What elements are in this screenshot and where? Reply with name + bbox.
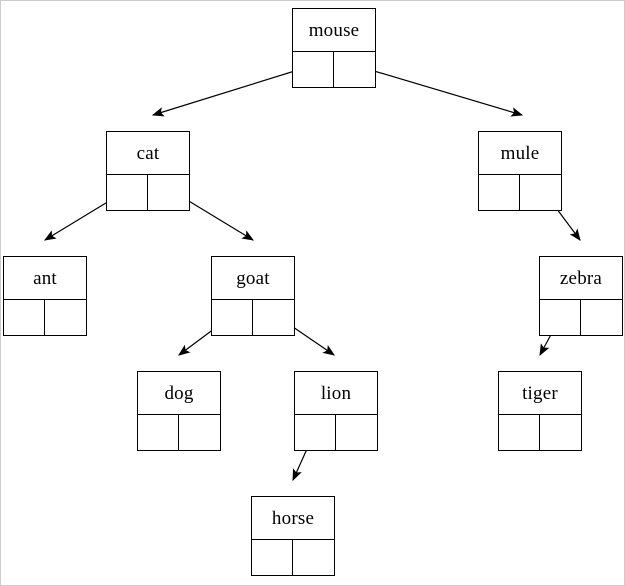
- tree-node-dog[interactable]: dog: [137, 371, 221, 451]
- tree-node-left-pointer-cell[interactable]: [138, 415, 179, 450]
- tree-node-left-pointer-cell[interactable]: [479, 175, 520, 210]
- tree-node-label: zebra: [540, 257, 622, 300]
- tree-node-right-pointer-cell[interactable]: [148, 175, 189, 210]
- tree-node-right-pointer-cell[interactable]: [520, 175, 561, 210]
- tree-node-label: ant: [4, 257, 86, 300]
- tree-node-right-pointer-cell[interactable]: [45, 300, 86, 335]
- tree-edge-mouse-to-mule: [353, 64, 524, 117]
- tree-node-right-pointer-cell[interactable]: [581, 300, 622, 335]
- tree-node-label: mouse: [293, 9, 375, 52]
- tree-node-pointer-cells: [138, 415, 220, 450]
- tree-node-left-pointer-cell[interactable]: [540, 300, 581, 335]
- tree-node-zebra[interactable]: zebra: [539, 256, 623, 336]
- tree-node-label: cat: [107, 132, 189, 175]
- tree-node-lion[interactable]: lion: [294, 371, 378, 451]
- tree-node-label: dog: [138, 372, 220, 415]
- tree-node-pointer-cells: [479, 175, 561, 210]
- tree-node-left-pointer-cell[interactable]: [293, 52, 334, 87]
- tree-node-pointer-cells: [4, 300, 86, 335]
- tree-node-pointer-cells: [499, 415, 581, 450]
- tree-node-left-pointer-cell[interactable]: [107, 175, 148, 210]
- tree-edge-mouse-to-cat: [151, 64, 315, 117]
- tree-node-pointer-cells: [540, 300, 622, 335]
- tree-node-left-pointer-cell[interactable]: [212, 300, 253, 335]
- tree-node-right-pointer-cell[interactable]: [540, 415, 581, 450]
- tree-node-right-pointer-cell[interactable]: [179, 415, 220, 450]
- tree-node-right-pointer-cell[interactable]: [253, 300, 294, 335]
- tree-node-ant[interactable]: ant: [3, 256, 87, 336]
- tree-node-horse[interactable]: horse: [251, 496, 335, 576]
- tree-node-left-pointer-cell[interactable]: [499, 415, 540, 450]
- tree-node-tiger[interactable]: tiger: [498, 371, 582, 451]
- tree-node-label: goat: [212, 257, 294, 300]
- tree-node-goat[interactable]: goat: [211, 256, 295, 336]
- tree-node-label: lion: [295, 372, 377, 415]
- tree-node-pointer-cells: [212, 300, 294, 335]
- tree-node-mouse[interactable]: mouse: [292, 8, 376, 88]
- tree-node-cat[interactable]: cat: [106, 131, 190, 211]
- tree-node-pointer-cells: [252, 540, 334, 575]
- tree-node-label: horse: [252, 497, 334, 540]
- tree-node-right-pointer-cell[interactable]: [336, 415, 377, 450]
- tree-node-pointer-cells: [295, 415, 377, 450]
- tree-node-label: mule: [479, 132, 561, 175]
- tree-node-label: tiger: [499, 372, 581, 415]
- tree-node-left-pointer-cell[interactable]: [295, 415, 336, 450]
- tree-node-pointer-cells: [293, 52, 375, 87]
- tree-node-pointer-cells: [107, 175, 189, 210]
- tree-node-right-pointer-cell[interactable]: [334, 52, 375, 87]
- tree-node-mule[interactable]: mule: [478, 131, 562, 211]
- tree-node-right-pointer-cell[interactable]: [293, 540, 334, 575]
- tree-node-left-pointer-cell[interactable]: [252, 540, 293, 575]
- tree-node-left-pointer-cell[interactable]: [4, 300, 45, 335]
